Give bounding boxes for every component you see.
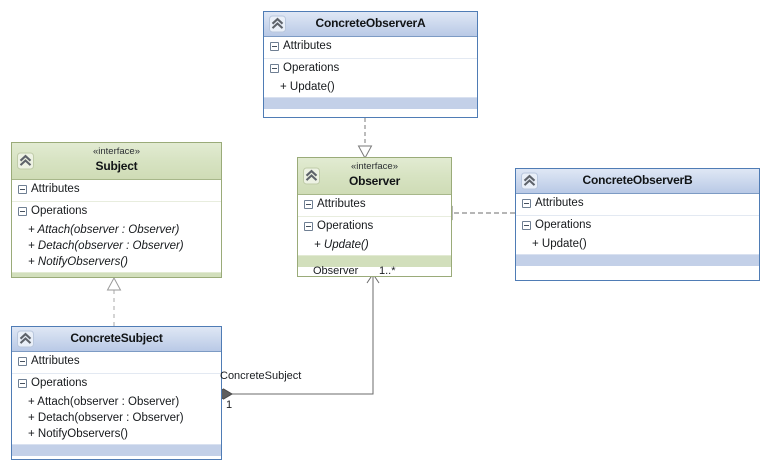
interface-box-observer[interactable]: «interface» Observer Attributes Operatio… [297,157,452,277]
operation-item: + Detach(observer : Observer) [28,412,184,425]
operations-label: Operations [283,61,340,74]
class-header: ConcreteObserverA [264,12,477,37]
minus-square-icon[interactable] [270,63,279,73]
class-name: ConcreteObserverA [315,16,426,30]
operations-compartment[interactable]: Operations [12,373,221,395]
minus-square-icon[interactable] [304,200,313,209]
association-role-observer: Observer [313,265,359,277]
operation-item: + Detach(observer : Observer) [28,240,184,253]
association-multiplicity-observer: 1..* [379,265,396,277]
box-footer [12,272,221,277]
operations-label: Operations [535,218,592,231]
attributes-label: Attributes [31,183,80,195]
minus-square-icon[interactable] [18,378,27,388]
box-footer [12,444,221,457]
double-chevron-up-icon [17,152,34,170]
class-header: ConcreteSubject [12,327,221,352]
minus-square-icon[interactable] [270,42,279,51]
operations-compartment[interactable]: Operations [298,216,451,238]
association-multiplicity-concrete-subject: 1 [226,399,233,411]
operation-item: + NotifyObservers() [28,428,129,441]
operations-list: + Update() [516,236,759,255]
class-box-concrete-observer-b[interactable]: ConcreteObserverB Attributes Operations … [515,168,760,281]
attributes-compartment[interactable]: Attributes [264,37,477,59]
minus-square-icon[interactable] [18,206,27,216]
connector-realization-subject [106,276,122,326]
operations-compartment[interactable]: Operations [516,215,759,237]
interface-header: «interface» Observer [298,158,451,195]
box-footer [298,255,451,268]
operations-label: Operations [31,376,88,389]
operation-item: + Update() [532,238,587,251]
attributes-compartment[interactable]: Attributes [12,352,221,374]
interface-name: Observer [348,174,401,188]
class-box-concrete-subject[interactable]: ConcreteSubject Attributes Operations + … [11,326,222,460]
attributes-compartment[interactable]: Attributes [12,180,221,202]
operations-list: + Attach(observer : Observer) + Detach(o… [12,222,221,273]
class-box-concrete-observer-a[interactable]: ConcreteObserverA Attributes Operations … [263,11,478,118]
interface-box-subject[interactable]: «interface» Subject Attributes Operation… [11,142,222,278]
attributes-label: Attributes [283,40,332,52]
double-chevron-up-icon [303,167,320,185]
stereotype-label: «interface» [92,146,140,157]
attributes-label: Attributes [317,198,366,210]
class-header: ConcreteObserverB [516,169,759,194]
operations-list: + Update() [298,237,451,256]
interface-header: «interface» Subject [12,143,221,180]
operations-compartment[interactable]: Operations [264,58,477,80]
double-chevron-up-icon [269,15,286,33]
operations-compartment[interactable]: Operations [12,201,221,223]
operation-item: + NotifyObservers() [28,256,129,269]
interface-name: Subject [95,159,138,173]
operation-item: + Attach(observer : Observer) [28,224,180,237]
class-name: ConcreteObserverB [582,173,693,187]
association-role-concrete-subject: ConcreteSubject [220,370,302,382]
double-chevron-up-icon [521,172,538,190]
operation-item: + Update() [280,81,335,94]
box-footer [516,254,759,267]
minus-square-icon[interactable] [522,220,531,230]
operations-list: + Update() [264,79,477,98]
operation-item: + Update() [314,239,369,252]
minus-square-icon[interactable] [18,185,27,194]
class-name: ConcreteSubject [70,331,163,345]
attributes-compartment[interactable]: Attributes [298,195,451,217]
double-chevron-up-icon [17,330,34,348]
attributes-compartment[interactable]: Attributes [516,194,759,216]
box-footer [264,97,477,110]
attributes-label: Attributes [31,355,80,367]
minus-square-icon[interactable] [18,357,27,366]
operations-list: + Attach(observer : Observer) + Detach(o… [12,394,221,445]
stereotype-label: «interface» [350,161,398,172]
connector-realization-observer-a [357,118,373,160]
operation-item: + Attach(observer : Observer) [28,396,180,409]
operations-label: Operations [31,204,88,217]
minus-square-icon[interactable] [304,221,313,231]
operations-label: Operations [317,219,374,232]
minus-square-icon[interactable] [522,199,531,208]
attributes-label: Attributes [535,197,584,209]
